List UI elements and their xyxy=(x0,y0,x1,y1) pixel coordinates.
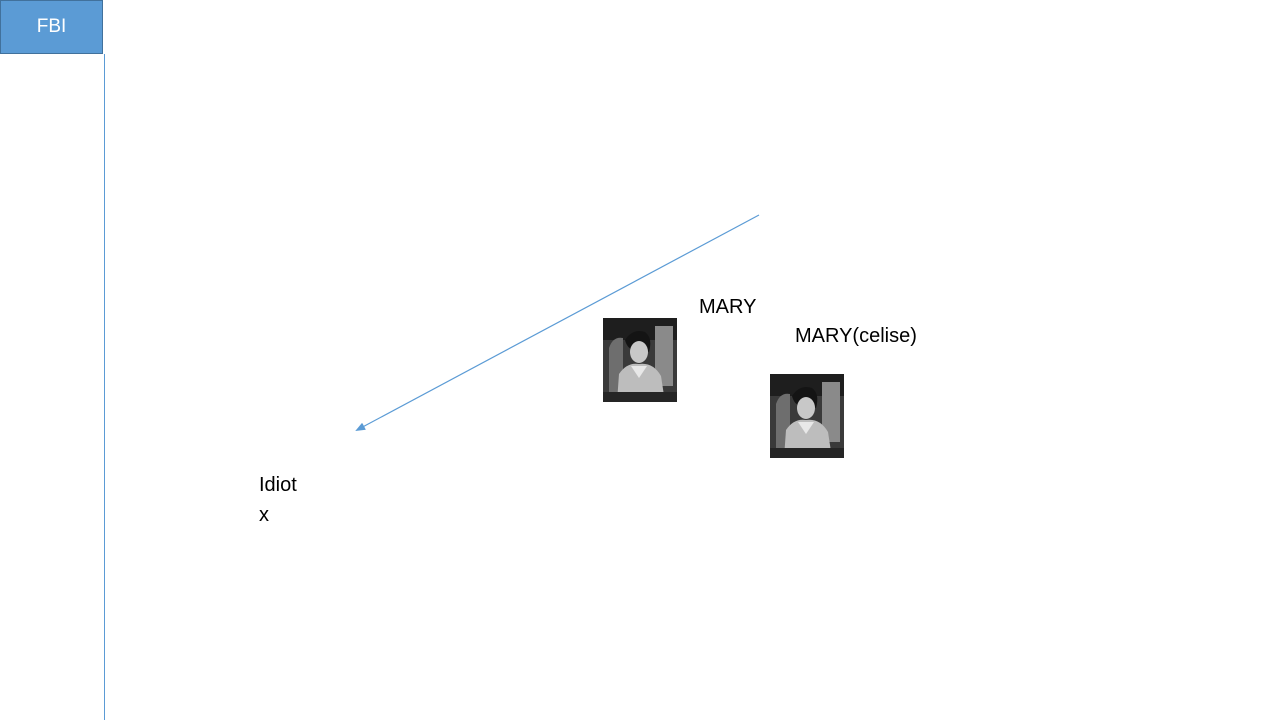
mary-celise-label: MARY(celise) xyxy=(795,325,917,347)
fbi-label: FBI xyxy=(36,16,67,37)
person-photo-icon xyxy=(770,374,844,458)
mary-label: MARY xyxy=(699,296,757,318)
fbi-participant-box[interactable]: FBI xyxy=(0,0,103,54)
idiot-label: Idiot xyxy=(259,474,297,496)
arrow-connector[interactable] xyxy=(355,214,760,431)
person-photo-icon xyxy=(603,318,677,402)
x-label: x xyxy=(259,504,269,526)
fbi-lifeline xyxy=(104,54,105,720)
